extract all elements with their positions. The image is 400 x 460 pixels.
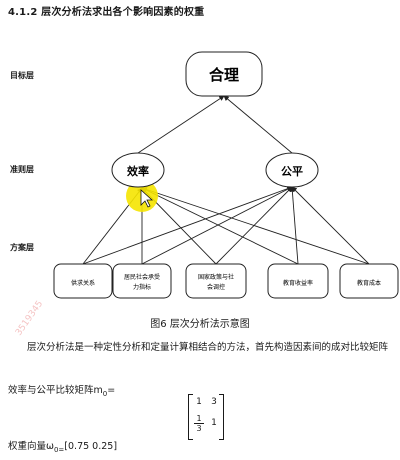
scheme-node: 居民社会承受 力指标 [112, 263, 172, 299]
criteria-node-fairness: 公平 [265, 152, 319, 188]
scheme-to-criteria-edge [82, 186, 293, 265]
layer-label-scheme: 方案层 [10, 243, 34, 252]
body-paragraph: 层次分析法是一种定性分析和定量计算相结合的方法，首先构造因素间的成对比较矩阵 [27, 342, 389, 353]
criteria-node-efficiency: 效率 [111, 152, 165, 188]
scheme-to-criteria-edge [141, 187, 299, 265]
matrix-cell: 1 [196, 397, 202, 407]
scheme-to-criteria-edge [291, 186, 370, 265]
matrix-cell: 1 [211, 418, 217, 428]
scheme-node-label: 教育成本 [357, 279, 381, 287]
scheme-to-criteria-edge [289, 186, 299, 265]
matrix-right-bracket [219, 394, 224, 440]
figure-caption: 图6 层次分析法示意图 [150, 319, 250, 330]
matrix-line-label: 效率与公平比较矩阵m [8, 385, 103, 396]
goal-node-label: 合理 [208, 66, 239, 84]
scheme-node: 教育收益率 [267, 263, 329, 299]
scheme-node-label-line2: 力指标 [133, 283, 151, 291]
scheme-to-criteria-edge [141, 186, 293, 265]
matrix-line: 效率与公平比较矩阵m0= [8, 382, 115, 398]
weight-line: 权重向量ω0=[0.75 0.25] [8, 438, 117, 454]
criteria-node-label: 公平 [281, 165, 303, 178]
scheme-node-label: 供求关系 [71, 279, 95, 287]
diagram-edges [82, 95, 370, 265]
weight-line-values: [0.75 0.25] [64, 441, 118, 452]
scheme-node-label-line1: 居民社会承受 [124, 273, 160, 281]
criteria-to-goal-edge [223, 95, 293, 154]
scheme-node: 供求关系 [53, 263, 113, 299]
weight-line-sub: 0= [53, 445, 65, 454]
criteria-node-label: 效率 [127, 164, 149, 178]
matrix-left-bracket [188, 394, 193, 440]
goal-node: 合理 [185, 51, 263, 97]
cursor-pointer-icon [140, 189, 154, 208]
matrix-fraction-numerator: 1 [194, 414, 204, 424]
matrix-line-suffix: = [107, 385, 116, 396]
matrix-cell: 3 [211, 397, 217, 407]
matrix-fraction-denominator: 3 [196, 424, 202, 433]
scheme-node-label: 教育收益率 [283, 279, 313, 287]
section-heading: 4.1.2 层次分析法求出各个影响因素的权重 [8, 7, 205, 18]
scheme-node: 国家政策与社 会调控 [185, 263, 247, 299]
criteria-to-goal-edge [137, 95, 225, 154]
matrix-line-sub: 0 [102, 389, 108, 398]
scheme-node-label-line2: 会调控 [207, 283, 225, 291]
weight-line-label: 权重向量ω [8, 441, 54, 452]
hierarchy-diagram: 合理 效率 公平 供求关系 居民社会承受 力指标 国家政策与社 会调控 教育收益… [53, 51, 399, 299]
scheme-node: 教育成本 [339, 263, 399, 299]
scheme-node-label-line1: 国家政策与社 [198, 273, 234, 281]
scheme-to-criteria-edge [141, 186, 370, 265]
layer-label-goal: 目标层 [10, 71, 34, 80]
matrix-fraction: 1 3 [194, 414, 204, 433]
layer-label-criteria: 准则层 [10, 165, 34, 174]
comparison-matrix: 1 3 1 3 1 [188, 394, 224, 440]
